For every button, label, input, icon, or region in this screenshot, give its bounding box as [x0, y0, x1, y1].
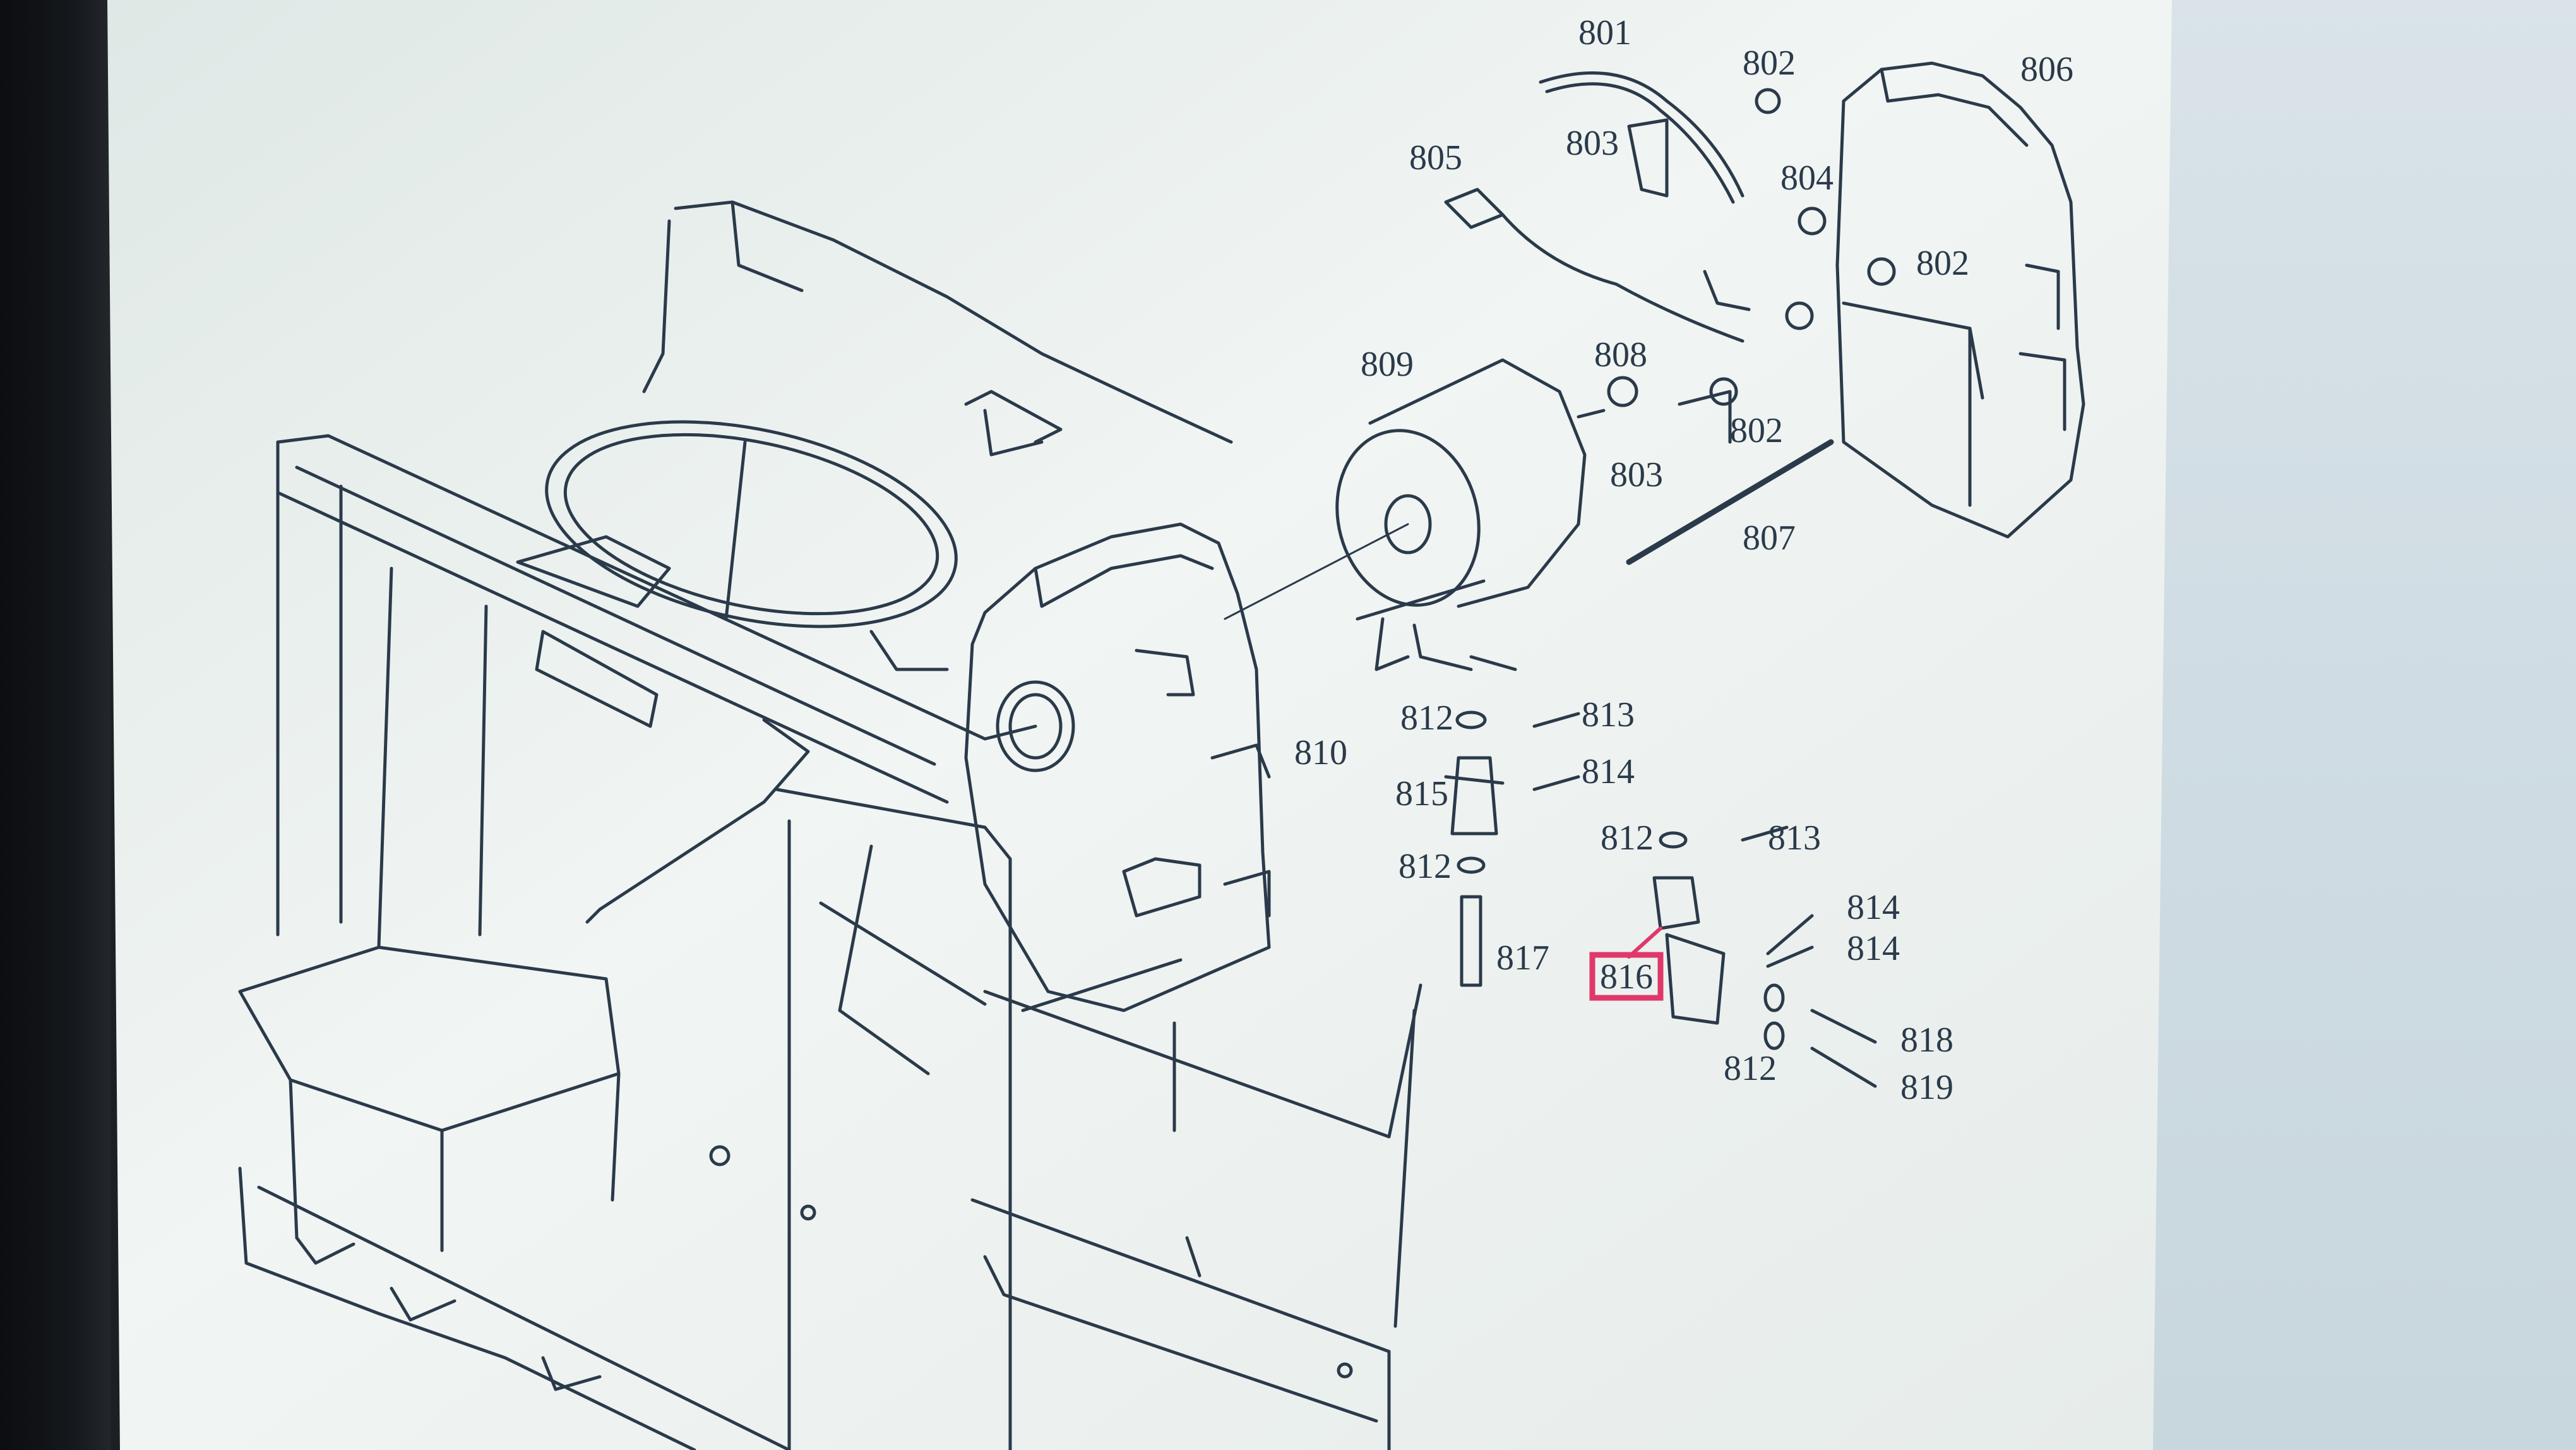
label-812: 812: [1400, 698, 1453, 738]
highlight-box-816: [1589, 952, 1664, 1001]
label-819: 819: [1900, 1068, 1953, 1107]
part-807-drawing: [1626, 439, 1834, 565]
label-807: 807: [1743, 518, 1796, 558]
label-804: 804: [1780, 159, 1834, 198]
label-812: 812: [1724, 1049, 1777, 1088]
label-806: 806: [2020, 50, 2073, 89]
label-815: 815: [1395, 774, 1448, 813]
label-802: 802: [1916, 244, 1969, 283]
label-809: 809: [1361, 345, 1414, 384]
part-810-drawing: [964, 522, 1271, 1012]
document-page: [107, 0, 2172, 1450]
label-817: 817: [1496, 938, 1549, 978]
background-wall: [2134, 0, 2576, 1450]
part-809-drawing: [1224, 358, 1587, 671]
monitor-bezel: [0, 0, 110, 1450]
screws-drawing: [1577, 88, 1896, 419]
part-806-drawing: [1835, 61, 2085, 539]
label-803: 803: [1610, 455, 1663, 494]
label-813: 813: [1582, 695, 1635, 734]
label-814: 814: [1582, 752, 1635, 791]
line-art: [238, 61, 2085, 1450]
label-810: 810: [1294, 733, 1347, 772]
label-805: 805: [1409, 138, 1462, 177]
part-labels: 801 802 806 805 803 804 802 809 808 802 …: [1294, 13, 2073, 1107]
label-816: 816: [1600, 957, 1653, 997]
label-801: 801: [1578, 13, 1631, 52]
label-808: 808: [1594, 335, 1647, 374]
label-812: 812: [1398, 847, 1452, 886]
label-814: 814: [1847, 888, 1900, 927]
label-802: 802: [1743, 44, 1796, 83]
label-812: 812: [1601, 818, 1654, 858]
label-818: 818: [1900, 1021, 1953, 1060]
label-813: 813: [1768, 818, 1821, 858]
label-803: 803: [1566, 124, 1619, 163]
part-801-805-drawing: [1444, 71, 1751, 444]
label-814: 814: [1847, 929, 1900, 968]
label-802: 802: [1730, 411, 1783, 450]
valve-stack-drawing: [1444, 710, 1877, 1088]
